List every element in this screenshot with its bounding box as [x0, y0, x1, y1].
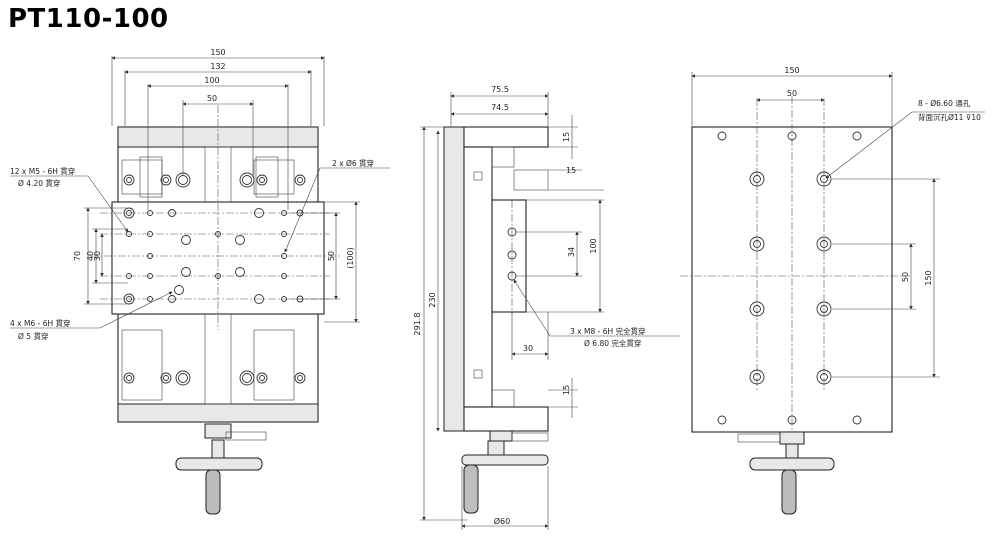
front-callouts: 12 x M5 - 6H 貫穿 Ø 4.20 貫穿 2 x Ø6 貫穿 4 x … [10, 158, 390, 341]
dim-back-50: 50 [787, 89, 797, 98]
dim-30-bottom: 30 [523, 344, 533, 353]
front-top-dims: 150 132 100 50 [111, 48, 325, 210]
dim-15-top: 15 [562, 132, 571, 142]
side-top-block [463, 126, 549, 148]
front-view: 150 132 100 50 70 40 30 [10, 48, 390, 515]
dim-74-5: 74.5 [491, 103, 509, 112]
dim-70: 70 [73, 251, 82, 261]
back-view: 150 50 50 150 8 - Ø6.60 通孔 背面沉孔Ø11 ⊽10 [680, 66, 985, 515]
back-counterbore-holes [749, 171, 832, 385]
front-bottom-bar [117, 403, 319, 423]
note-m8-line1: 3 x M8 - 6H 完全貫穿 [570, 326, 646, 336]
dim-50: 50 [207, 94, 217, 103]
dim-34: 34 [567, 247, 576, 257]
dim-15-mid: 15 [566, 166, 576, 175]
dim-right-50: 50 [327, 251, 336, 261]
front-guide-block [121, 329, 163, 401]
front-guide-block [253, 159, 295, 195]
dim-30: 30 [93, 251, 102, 261]
note-m5-line2: Ø 4.20 貫穿 [18, 178, 60, 188]
dim-back-right-150: 150 [924, 270, 933, 285]
dim-100: 100 [204, 76, 219, 85]
dim-back-right-50: 50 [901, 272, 910, 282]
note-m6-line1: 4 x M6 - 6H 貫穿 [10, 318, 71, 328]
dim-230: 230 [428, 292, 437, 307]
side-table [491, 199, 527, 313]
side-bottom-block [463, 406, 549, 432]
side-base [443, 126, 465, 432]
side-view: 75.5 74.5 291.8 230 15 15 100 34 15 [413, 85, 680, 530]
dim-15-bottom: 15 [562, 385, 571, 395]
note-m8-line2: Ø 6.80 完全貫穿 [584, 338, 641, 348]
front-handwheel [175, 423, 267, 515]
dim-phi60: Ø60 [494, 516, 510, 526]
note-back-holes-line2: 背面沉孔Ø11 ⊽10 [918, 112, 981, 122]
note-m5-line1: 12 x M5 - 6H 貫穿 [10, 166, 75, 176]
note-m6-line2: Ø 5 貫穿 [18, 331, 48, 341]
front-left-dims: 70 40 30 [73, 207, 128, 305]
front-bolts [123, 172, 306, 386]
dim-right-100: (100) [346, 247, 355, 269]
dim-132: 132 [210, 62, 225, 71]
dim-back-150: 150 [784, 66, 799, 75]
dim-75-5: 75.5 [491, 85, 509, 94]
front-guide-block [255, 156, 279, 198]
dim-291-8: 291.8 [413, 313, 422, 336]
dim-side-100: 100 [589, 238, 598, 253]
front-guide-block [253, 329, 295, 401]
note-phi6: 2 x Ø6 貫穿 [332, 158, 374, 168]
side-carriage [463, 146, 493, 408]
dim-40: 40 [86, 251, 95, 261]
page-title: PT110-100 [8, 4, 169, 34]
dim-150: 150 [210, 48, 225, 57]
note-back-holes-line1: 8 - Ø6.60 通孔 [918, 98, 971, 108]
front-right-dims: 50 (100) [290, 201, 360, 323]
